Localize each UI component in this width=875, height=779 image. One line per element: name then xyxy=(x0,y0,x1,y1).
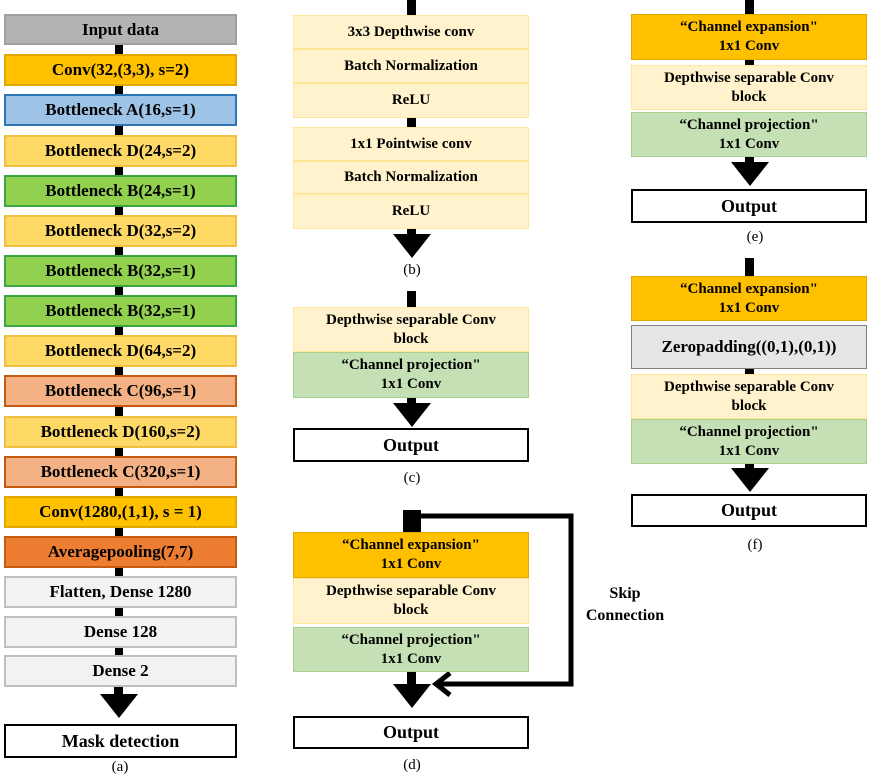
layer-bottleneck-c-320: Bottleneck C(320,s=1) xyxy=(4,456,237,488)
connector xyxy=(115,85,123,95)
layer-dense-128: Dense 128 xyxy=(4,616,237,648)
connector xyxy=(115,165,123,177)
connector xyxy=(115,486,123,497)
layer-bottleneck-d-64: Bottleneck D(64,s=2) xyxy=(4,335,237,367)
layer-input-data: Input data xyxy=(4,14,237,45)
channel-projection-block: “Channel projection"1x1 Conv xyxy=(293,352,529,398)
connector xyxy=(114,684,123,696)
connector xyxy=(115,567,123,577)
layer-bottleneck-c-96: Bottleneck C(96,s=1) xyxy=(4,375,237,407)
down-arrow-icon xyxy=(100,694,138,718)
connector xyxy=(115,446,123,457)
layer-flatten-dense-1280: Flatten, Dense 1280 xyxy=(4,576,237,608)
connector xyxy=(745,258,754,276)
layer-dense-2: Dense 2 xyxy=(4,655,237,687)
connector xyxy=(745,157,754,165)
layer-relu: ReLU xyxy=(293,194,529,229)
connector xyxy=(115,245,123,257)
connector xyxy=(407,229,416,238)
layer-bottleneck-b-32: Bottleneck B(32,s=1) xyxy=(4,295,237,327)
layer-batch-normalization: Batch Normalization xyxy=(293,49,529,83)
depthwise-separable-block: Depthwise separable Conv block xyxy=(631,374,867,419)
layer-conv-32: Conv(32,(3,3), s=2) xyxy=(4,54,237,86)
depthwise-separable-block: Depthwise separable Conv block xyxy=(293,307,529,352)
connector xyxy=(407,118,416,127)
layer-depthwise-conv: 3x3 Depthwise conv xyxy=(293,15,529,49)
caption-a: (a) xyxy=(111,759,129,775)
down-arrow-icon xyxy=(731,162,769,186)
layer-pointwise-conv: 1x1 Pointwise conv xyxy=(293,127,529,161)
caption-c: (c) xyxy=(403,470,421,486)
caption-f: (f) xyxy=(747,537,763,553)
output-box: Output xyxy=(631,189,867,223)
connector xyxy=(115,646,123,656)
layer-conv-1280: Conv(1280,(1,1), s = 1) xyxy=(4,496,237,528)
connector xyxy=(115,43,123,56)
connector xyxy=(115,325,123,337)
layer-relu: ReLU xyxy=(293,83,529,118)
connector xyxy=(407,672,416,686)
connector xyxy=(115,606,123,617)
down-arrow-icon xyxy=(393,684,431,708)
connector xyxy=(115,124,123,136)
caption-e: (e) xyxy=(746,229,764,245)
connector xyxy=(115,206,123,216)
channel-projection-block: “Channel projection"1x1 Conv xyxy=(631,419,867,464)
connector xyxy=(407,398,416,407)
caption-d: (d) xyxy=(403,757,421,773)
output-box: Output xyxy=(293,716,529,749)
channel-projection-block: “Channel projection"1x1 Conv xyxy=(293,627,529,672)
layer-averagepooling: Averagepooling(7,7) xyxy=(4,536,237,568)
channel-projection-block: “Channel projection"1x1 Conv xyxy=(631,112,867,157)
layer-batch-normalization: Batch Normalization xyxy=(293,161,529,194)
channel-expansion-block: “Channel expansion"1x1 Conv xyxy=(293,532,529,578)
channel-expansion-block: “Channel expansion"1x1 Conv xyxy=(631,14,867,60)
channel-expansion-block: “Channel expansion"1x1 Conv xyxy=(631,276,867,321)
layer-bottleneck-b-32: Bottleneck B(32,s=1) xyxy=(4,255,237,287)
connector xyxy=(115,366,123,377)
layer-bottleneck-a-16: Bottleneck A(16,s=1) xyxy=(4,94,237,126)
layer-bottleneck-d-24: Bottleneck D(24,s=2) xyxy=(4,135,237,167)
down-arrow-icon xyxy=(393,234,431,258)
down-arrow-icon xyxy=(731,468,769,492)
depthwise-separable-block: Depthwise separable Conv block xyxy=(631,65,867,110)
connector xyxy=(115,526,123,537)
output-box: Output xyxy=(631,494,867,527)
zeropadding-block: Zeropadding((0,1),(0,1)) xyxy=(631,325,867,369)
caption-b: (b) xyxy=(403,262,421,278)
connector xyxy=(745,369,754,374)
layer-bottleneck-b-24: Bottleneck B(24,s=1) xyxy=(4,175,237,207)
output-box: Output xyxy=(293,428,529,462)
connector xyxy=(407,291,416,307)
connector xyxy=(745,0,754,14)
connector xyxy=(745,60,754,65)
output-mask-detection: Mask detection xyxy=(4,724,237,758)
connector xyxy=(115,286,123,296)
layer-bottleneck-d-160: Bottleneck D(160,s=2) xyxy=(4,416,237,448)
down-arrow-icon xyxy=(393,403,431,427)
connector xyxy=(407,0,416,15)
depthwise-separable-block: Depthwise separable Conv block xyxy=(293,578,529,624)
layer-bottleneck-d-32: Bottleneck D(32,s=2) xyxy=(4,215,237,247)
connector xyxy=(115,406,123,417)
